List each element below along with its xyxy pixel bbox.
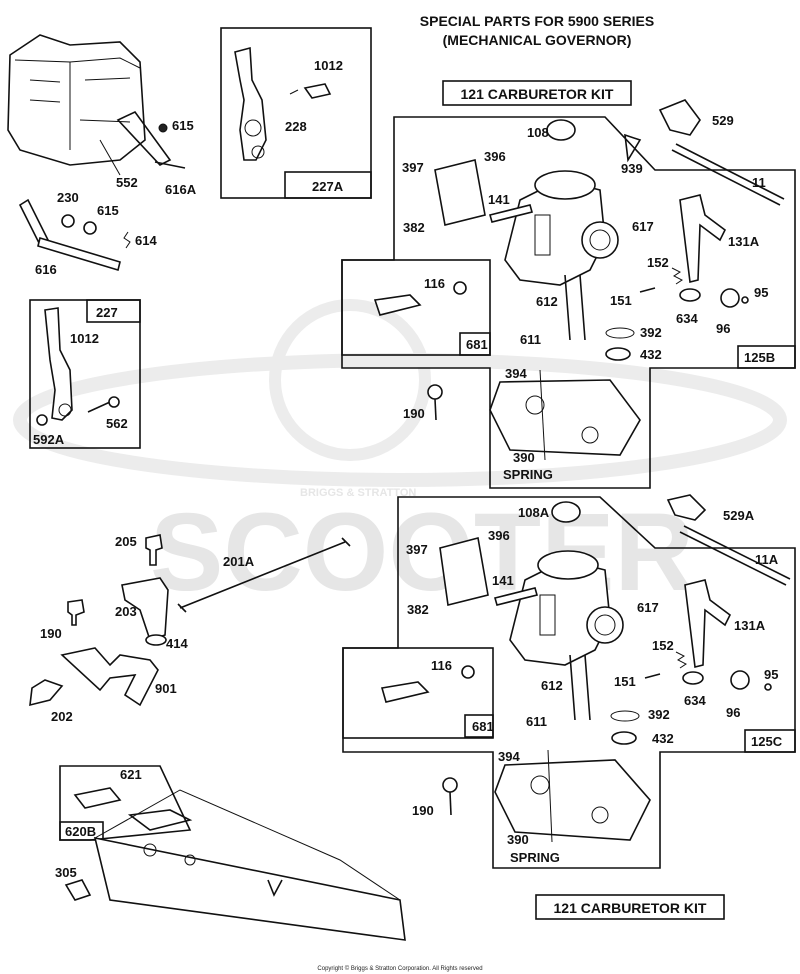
label-392b: 392 <box>648 707 670 722</box>
label-901: 901 <box>155 681 177 696</box>
label-620B: 620B <box>65 824 96 839</box>
label-562: 562 <box>106 416 128 431</box>
label-611b: 611 <box>526 714 547 729</box>
label-396b: 396 <box>488 528 510 543</box>
kit-label-bottom: 121 CARBURETOR KIT <box>554 900 707 916</box>
header: SPECIAL PARTS FOR 5900 SERIES (MECHANICA… <box>420 13 654 48</box>
label-131Aa: 131A <box>728 234 760 249</box>
label-95a: 95 <box>754 285 768 300</box>
label-397b: 397 <box>406 542 428 557</box>
carburetor-panel-125C <box>342 496 796 869</box>
label-394b: 394 <box>498 749 520 764</box>
label-529: 529 <box>712 113 734 128</box>
label-228: 228 <box>285 119 307 134</box>
label-615b: 615 <box>97 203 119 218</box>
label-190a: 190 <box>403 406 425 421</box>
label-681b: 681 <box>472 719 494 734</box>
label-621: 621 <box>120 767 142 782</box>
governor-shroud-group <box>7 34 186 272</box>
label-1012b: 1012 <box>70 331 99 346</box>
label-382a: 382 <box>403 220 425 235</box>
label-151a: 151 <box>610 293 632 308</box>
label-432b: 432 <box>652 731 674 746</box>
label-springA: SPRING <box>503 467 553 482</box>
carburetor-kit-box-top: 121 CARBURETOR KIT <box>442 80 632 106</box>
label-96b: 96 <box>726 705 740 720</box>
label-11A: 11A <box>755 552 779 567</box>
label-939: 939 <box>621 161 643 176</box>
label-392a: 392 <box>640 325 662 340</box>
label-190b: 190 <box>412 803 434 818</box>
label-201A: 201A <box>223 554 255 569</box>
label-152b: 152 <box>652 638 674 653</box>
label-611a: 611 <box>520 332 541 347</box>
label-152a: 152 <box>647 255 669 270</box>
parts-529A-11A <box>666 494 791 586</box>
watermark-sub: BRIGGS & STRATTON <box>300 487 416 499</box>
label-529A: 529A <box>723 508 755 523</box>
label-125B: 125B <box>744 350 775 365</box>
header-line1: SPECIAL PARTS FOR 5900 SERIES <box>420 13 654 29</box>
label-612a: 612 <box>536 294 558 309</box>
label-131Ab: 131A <box>734 618 766 633</box>
label-414: 414 <box>166 636 188 651</box>
label-432a: 432 <box>640 347 662 362</box>
linkage-group <box>29 534 351 707</box>
label-305: 305 <box>55 865 77 880</box>
label-592A: 592A <box>33 432 65 447</box>
label-617b: 617 <box>637 600 659 615</box>
label-634b: 634 <box>684 693 706 708</box>
label-394a: 394 <box>505 366 527 381</box>
carburetor-panel-125B <box>341 116 796 489</box>
label-612b: 612 <box>541 678 563 693</box>
label-141b: 141 <box>492 573 514 588</box>
label-390a: 390 <box>513 450 535 465</box>
label-95b: 95 <box>764 667 778 682</box>
label-190c: 190 <box>40 626 62 641</box>
label-227A: 227A <box>312 179 344 194</box>
carburetor-kit-box-bottom: 121 CARBURETOR KIT <box>535 894 725 920</box>
label-202: 202 <box>51 709 73 724</box>
label-614: 614 <box>135 233 157 248</box>
label-1012a: 1012 <box>314 58 343 73</box>
label-151b: 151 <box>614 674 636 689</box>
label-617a: 617 <box>632 219 654 234</box>
label-396a: 396 <box>484 149 506 164</box>
label-552: 552 <box>116 175 138 190</box>
watermark: SCOOTER BRIGGS & STRATTON <box>13 299 787 614</box>
label-108: 108 <box>527 125 549 140</box>
header-line2: (MECHANICAL GOVERNOR) <box>443 32 632 48</box>
label-125C: 125C <box>751 734 783 749</box>
label-203: 203 <box>115 604 137 619</box>
label-615a: 615 <box>172 118 194 133</box>
box-227A <box>220 27 372 199</box>
label-springB: SPRING <box>510 850 560 865</box>
label-116b: 116 <box>431 658 452 673</box>
copyright: Copyright © Briggs & Stratton Corporatio… <box>317 965 482 972</box>
kit-label-top: 121 CARBURETOR KIT <box>461 86 614 102</box>
control-plate-group <box>59 765 406 941</box>
label-634a: 634 <box>676 311 698 326</box>
label-616: 616 <box>35 262 57 277</box>
parts-529-11 <box>658 99 785 206</box>
label-108A: 108A <box>518 505 550 520</box>
label-382b: 382 <box>407 602 429 617</box>
label-96a: 96 <box>716 321 730 336</box>
box-227 <box>29 299 141 449</box>
label-116a: 116 <box>424 276 445 291</box>
label-11: 11 <box>752 175 766 190</box>
label-390b: 390 <box>507 832 529 847</box>
label-141a: 141 <box>488 192 510 207</box>
label-681a: 681 <box>466 337 488 352</box>
label-616A: 616A <box>165 182 197 197</box>
label-205: 205 <box>115 534 137 549</box>
label-397a: 397 <box>402 160 424 175</box>
label-227: 227 <box>96 305 118 320</box>
label-230: 230 <box>57 190 79 205</box>
